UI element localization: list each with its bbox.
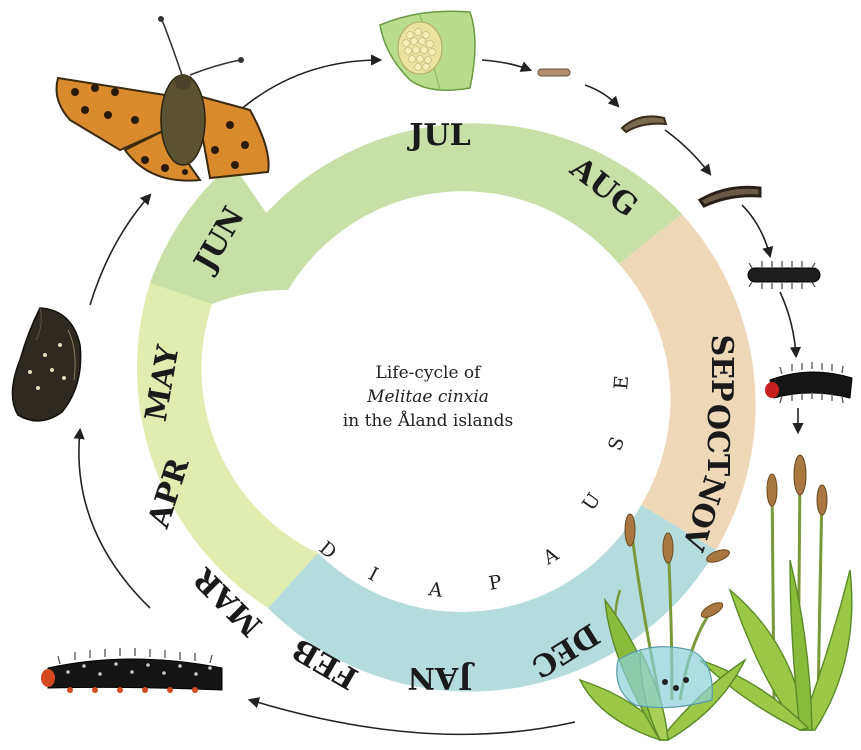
- arrow-larva-4-5: [780, 292, 796, 356]
- larva-instar-3-icon: [700, 187, 760, 206]
- diapause-letter: A: [539, 543, 563, 570]
- caption-line-2: Melitae cinxia: [366, 387, 489, 407]
- diapause-letter: I: [365, 563, 382, 586]
- pupa-icon: [12, 308, 80, 421]
- arrow-larva-1-2: [585, 85, 618, 106]
- diapause-letter: P: [487, 571, 504, 595]
- arrow-larva-3-4: [742, 205, 770, 256]
- diapause-letter: A: [426, 578, 444, 602]
- caption-line-3: in the Åland islands: [343, 410, 513, 431]
- larva-instar-2-icon: [622, 116, 666, 132]
- arrow-adult-to-egg: [240, 60, 380, 110]
- diapause-letter: S: [604, 434, 629, 454]
- diapause-letter: E: [610, 375, 633, 391]
- larva-instar-1-icon: [538, 69, 570, 76]
- caption-line-1: Life-cycle of: [376, 363, 483, 383]
- diapause-letter: U: [578, 489, 605, 515]
- arrow-larva-2-3: [665, 130, 710, 174]
- post-diapause-larva-icon: [41, 648, 222, 693]
- egg-cluster-icon: [380, 11, 475, 90]
- larva-instar-5-icon: [765, 362, 852, 403]
- arrow-spring-larva-to-pupa: [79, 430, 150, 608]
- arrow-nest-to-spring: [250, 700, 575, 734]
- diapause-label: D I A P A U S E: [315, 375, 633, 602]
- month-label-jan: JAN: [408, 660, 476, 695]
- arrow-pupa-to-adult: [90, 195, 150, 305]
- month-label-jul: JUL: [406, 118, 470, 153]
- adult-butterfly-icon: [57, 16, 269, 181]
- month-label-sep: SEP: [704, 334, 739, 401]
- month-label-oct: OCT: [700, 404, 735, 477]
- center-caption: Life-cycle of Melitae cinxia in the Ålan…: [343, 363, 513, 431]
- ring-segment-spring: [137, 283, 318, 608]
- larva-instar-4-icon: [748, 261, 820, 289]
- arrow-egg-to-larva: [482, 60, 530, 70]
